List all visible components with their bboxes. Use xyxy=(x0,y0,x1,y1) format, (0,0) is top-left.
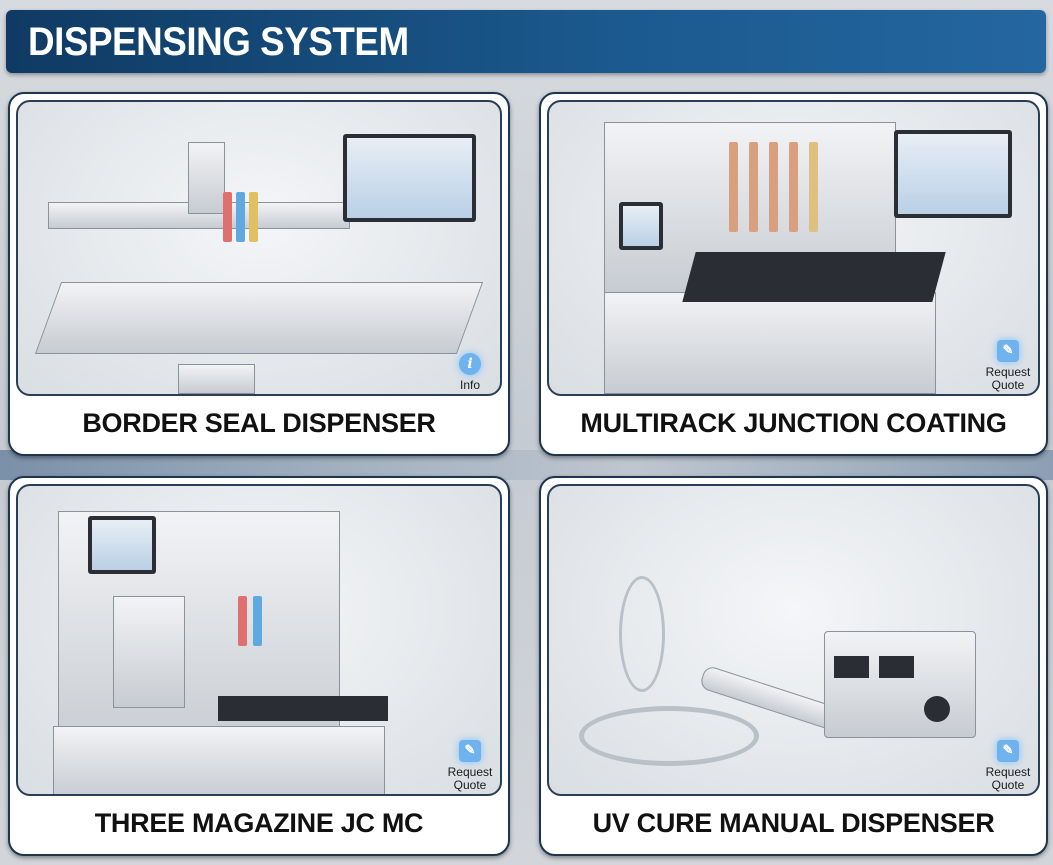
product-name: UV CURE MANUAL DISPENSER xyxy=(592,808,995,838)
coiled-hose xyxy=(619,576,665,692)
info-label: Info xyxy=(459,378,480,392)
control-knob xyxy=(924,696,950,722)
air-hose xyxy=(579,706,759,766)
syringe xyxy=(769,142,778,232)
syringe xyxy=(749,142,758,232)
request-quote-icon: ✎ xyxy=(459,740,481,762)
small-screen xyxy=(619,202,663,250)
syringe xyxy=(238,596,247,646)
page-title: DISPENSING SYSTEM xyxy=(28,20,409,64)
machine-base xyxy=(53,726,385,794)
request-quote-button[interactable]: ✎ Request Quote xyxy=(442,740,498,792)
product-card-three-magazine-jc-mc[interactable]: ✎ Request Quote THREE MAGAZINE JC MC xyxy=(8,476,510,856)
rack-tray xyxy=(682,252,946,302)
product-card-border-seal-dispenser[interactable]: i Info BORDER SEAL DISPENSER xyxy=(8,92,510,456)
syringe xyxy=(236,192,245,242)
magazine-stack xyxy=(113,596,185,708)
request-quote-label: Request Quote xyxy=(985,365,1031,392)
info-button[interactable]: i Info xyxy=(442,353,498,392)
product-image xyxy=(16,100,502,396)
display-left xyxy=(834,656,869,678)
syringe xyxy=(253,596,262,646)
request-quote-icon: ✎ xyxy=(997,340,1019,362)
product-card-multirack-junction-coating[interactable]: ✎ Request Quote MULTIRACK JUNCTION COATI… xyxy=(539,92,1048,456)
control-screen xyxy=(343,134,476,222)
request-quote-button[interactable]: ✎ Request Quote xyxy=(980,340,1036,392)
syringe xyxy=(729,142,738,232)
request-quote-button[interactable]: ✎ Request Quote xyxy=(980,740,1036,792)
syringe xyxy=(223,192,232,242)
control-screen xyxy=(88,516,156,574)
request-quote-label: Request Quote xyxy=(985,765,1031,792)
conveyor xyxy=(218,696,388,721)
info-icon: i xyxy=(459,353,481,375)
display-right xyxy=(879,656,914,678)
machine-cabinet xyxy=(604,292,936,394)
controller-unit xyxy=(824,631,976,738)
dispense-head xyxy=(188,142,225,214)
product-card-uv-cure-manual-dispenser[interactable]: ✎ Request Quote UV CURE MANUAL DISPENSER xyxy=(539,476,1048,856)
syringe xyxy=(789,142,798,232)
control-screen xyxy=(894,130,1012,218)
request-quote-icon: ✎ xyxy=(997,740,1019,762)
control-buttons xyxy=(178,364,255,394)
machine-table xyxy=(34,282,484,354)
request-quote-label: Request Quote xyxy=(447,765,493,792)
product-image xyxy=(547,484,1040,796)
product-image xyxy=(547,100,1040,396)
product-name: BORDER SEAL DISPENSER xyxy=(82,408,436,438)
product-image xyxy=(16,484,502,796)
syringe xyxy=(809,142,818,232)
page-header: DISPENSING SYSTEM xyxy=(6,10,1046,73)
product-name: MULTIRACK JUNCTION COATING xyxy=(580,408,1007,438)
syringe xyxy=(249,192,258,242)
product-name: THREE MAGAZINE JC MC xyxy=(94,808,424,838)
